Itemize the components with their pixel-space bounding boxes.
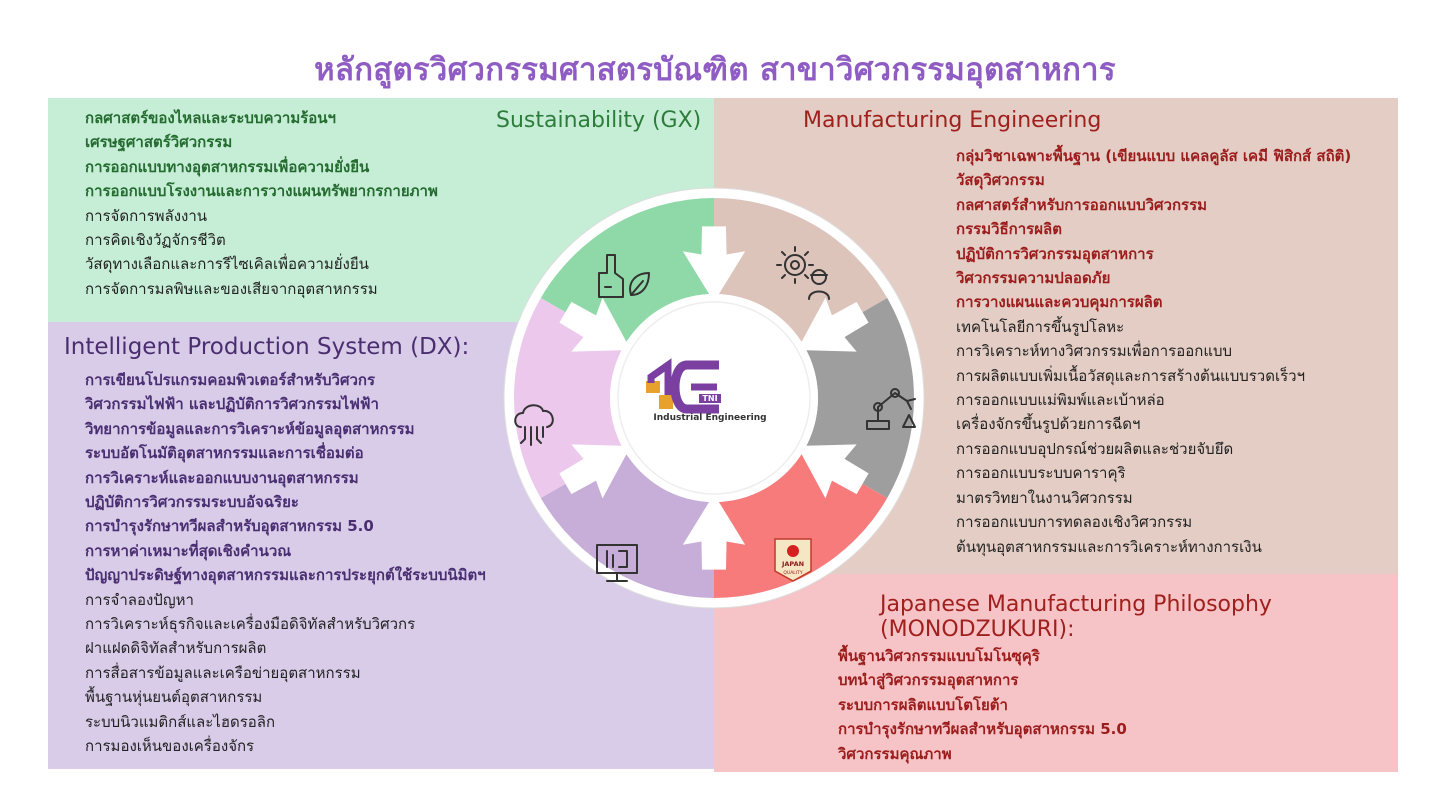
course-item: วิศวกรรมคุณภาพ bbox=[838, 744, 952, 763]
course-item: การจัดการพลังงาน bbox=[85, 206, 208, 225]
course-item: ระบบอัตโนมัติอุตสาหกรรมและการเชื่อมต่อ bbox=[85, 444, 364, 463]
course-item: ปัญญาประดิษฐ์ทางอุตสาหกรรมและการประยุกต์… bbox=[85, 566, 486, 585]
course-item: กลศาสตร์ของไหลและระบบความร้อนฯ bbox=[85, 109, 336, 127]
course-item: เครื่องจักรขึ้นรูปด้วยการฉีดฯ bbox=[956, 415, 1141, 434]
course-item: การหาค่าเหมาะที่สุดเชิงคำนวณ bbox=[85, 541, 292, 560]
digital-twin-icon bbox=[596, 544, 638, 582]
curriculum-wheel: TNI Industrial Engineering bbox=[503, 187, 925, 609]
ie-logo: TNI Industrial Engineering bbox=[646, 358, 767, 423]
course-item: การออกแบบโรงงานและการวางแผนทรัพยากรกายภา… bbox=[85, 182, 438, 201]
sustainability-heading: Sustainability (GX) bbox=[496, 108, 702, 133]
gear-worker-icon bbox=[776, 246, 830, 300]
course-item: วิทยาการข้อมูลและการวิเคราะห์ข้อมูลอุตสา… bbox=[85, 419, 415, 438]
course-item: ระบบการผลิตแบบโตโยต้า bbox=[838, 695, 1008, 714]
logo-shape bbox=[647, 358, 672, 401]
course-item: วัสดุทางเลือกและการรีไซเคิลเพื่อความยั่ง… bbox=[85, 255, 369, 274]
logo-badge-bg bbox=[699, 394, 721, 403]
course-item: การมองเห็นของเครื่องจักร bbox=[85, 737, 255, 756]
course-item: ปฏิบัติการวิศวกรรมระบบอัจฉริยะ bbox=[85, 493, 299, 512]
cloud-icon bbox=[514, 404, 554, 446]
course-item: การออกแบบทางอุตสาหกรรมเพื่อความยั่งยืน bbox=[85, 157, 370, 176]
logo-badge: TNI bbox=[702, 394, 717, 403]
japanese-philosophy-course-list: พื้นฐานวิศวกรรมแบบโมโนซุคุริบทนำสู่วิศวก… bbox=[838, 644, 1127, 766]
course-item: การวิเคราะห์ธุรกิจและเครื่องมือดิจิทัลสำ… bbox=[85, 615, 416, 634]
course-item: การออกแบบการทดลองเชิงวิศวกรรม bbox=[956, 513, 1193, 532]
course-item: พื้นฐานหุ่นยนต์อุตสาหกรรม bbox=[85, 688, 263, 707]
sustainability-course-list: กลศาสตร์ของไหลและระบบความร้อนฯเศรษฐศาสตร… bbox=[85, 106, 438, 301]
japan-quality-icon: JAPAN QUALITY bbox=[774, 538, 812, 582]
course-item: การบำรุงรักษาทวีผลสำหรับอุตสาหกรรม 5.0 bbox=[838, 720, 1127, 739]
course-item: กลศาสตร์สำหรับการออกแบบวิศวกรรม bbox=[956, 195, 1208, 214]
course-item: ฝาแฝดดิจิทัลสำหรับการผลิต bbox=[85, 639, 267, 658]
course-item: วัสดุวิศวกรรม bbox=[956, 171, 1045, 190]
manufacturing-heading: Manufacturing Engineering bbox=[803, 108, 1102, 133]
course-item: มาตรวิทยาในงานวิศวกรรม bbox=[956, 488, 1133, 507]
intelligent-production-course-list: การเขียนโปรแกรมคอมพิวเตอร์สำหรับวิศวกรวิ… bbox=[85, 368, 486, 759]
course-item: บทนำสู่วิศวกรรมอุตสาหการ bbox=[838, 671, 1019, 690]
course-item: ระบบนิวแมติกส์และไฮดรอลิก bbox=[85, 712, 276, 731]
badge-japan-label: JAPAN bbox=[781, 560, 804, 568]
course-item: การออกแบบระบบคาราคุริ bbox=[956, 464, 1126, 483]
course-item: พื้นฐานวิศวกรรมแบบโมโนซุคุริ bbox=[838, 647, 1040, 665]
course-item: การจำลองปัญหา bbox=[85, 590, 194, 609]
japanese-philosophy-heading: Japanese Manufacturing Philosophy (MONOD… bbox=[880, 592, 1272, 642]
factory-leaf-icon bbox=[598, 254, 650, 298]
course-item: การออกแบบอุปกรณ์ช่วยผลิตและช่วยจับยึด bbox=[956, 439, 1234, 458]
course-item: การวางแผนและควบคุมการผลิต bbox=[956, 293, 1163, 312]
inward-arrow bbox=[797, 444, 869, 499]
course-item: วิศวกรรมไฟฟ้า และปฏิบัติการวิศวกรรมไฟฟ้า bbox=[85, 395, 379, 414]
course-item: การคิดเชิงวัฏจักรชีวิต bbox=[85, 231, 226, 250]
inward-arrow bbox=[559, 297, 631, 352]
course-item: กลุ่มวิชาเฉพาะพื้นฐาน (เขียนแบบ แคลคูลัส… bbox=[956, 147, 1352, 165]
manufacturing-course-list: กลุ่มวิชาเฉพาะพื้นฐาน (เขียนแบบ แคลคูลัส… bbox=[956, 144, 1351, 559]
inward-arrow bbox=[682, 226, 746, 302]
course-item: การวิเคราะห์และออกแบบงานอุตสาหกรรม bbox=[85, 468, 359, 487]
course-item: กรรมวิธีการผลิต bbox=[956, 220, 1062, 239]
course-item: ต้นทุนอุตสาหกรรมและการวิเคราะห์ทางการเงิ… bbox=[956, 537, 1262, 556]
course-item: การออกแบบแม่พิมพ์และเบ้าหล่อ bbox=[956, 391, 1165, 410]
course-item: การผลิตแบบเพิ่มเนื้อวัสดุและการสร้างต้นแ… bbox=[956, 366, 1305, 385]
inward-arrow bbox=[559, 444, 631, 499]
wheel-hub-ring bbox=[617, 301, 811, 495]
logo-shape bbox=[659, 395, 673, 409]
course-item: การเขียนโปรแกรมคอมพิวเตอร์สำหรับวิศวกร bbox=[85, 371, 376, 389]
inward-arrow bbox=[797, 297, 869, 352]
badge-quality-label: QUALITY bbox=[783, 570, 802, 576]
course-item: การสื่อสารข้อมูลและเครือข่ายอุตสาหกรรม bbox=[85, 663, 361, 682]
course-item: การจัดการมลพิษและของเสียจากอุตสาหกรรม bbox=[85, 279, 378, 298]
inward-arrow bbox=[682, 494, 746, 570]
course-item: การบำรุงรักษาทวีผลสำหรับอุตสาหกรรม 5.0 bbox=[85, 517, 374, 536]
course-item: ปฏิบัติการวิศวกรรมอุตสาหการ bbox=[956, 244, 1154, 263]
intelligent-production-heading: Intelligent Production System (DX): bbox=[64, 334, 470, 360]
course-item: เศรษฐศาสตร์วิศวกรรม bbox=[85, 133, 233, 152]
course-item: วิศวกรรมความปลอดภัย bbox=[956, 269, 1111, 288]
course-item: เทคโนโลยีการขึ้นรูปโลหะ bbox=[956, 317, 1125, 336]
logo-shape bbox=[670, 360, 719, 414]
logo-name: Industrial Engineering bbox=[653, 413, 766, 423]
japanese-philosophy-panel bbox=[714, 574, 1398, 772]
course-item: การวิเคราะห์ทางวิศวกรรมเพื่อการออกแบบ bbox=[956, 342, 1233, 361]
page-title: หลักสูตรวิศวกรรมศาสตรบัณฑิต สาขาวิศวกรรม… bbox=[314, 52, 1116, 88]
logo-shape bbox=[646, 381, 660, 393]
robot-arm-icon bbox=[866, 388, 916, 430]
